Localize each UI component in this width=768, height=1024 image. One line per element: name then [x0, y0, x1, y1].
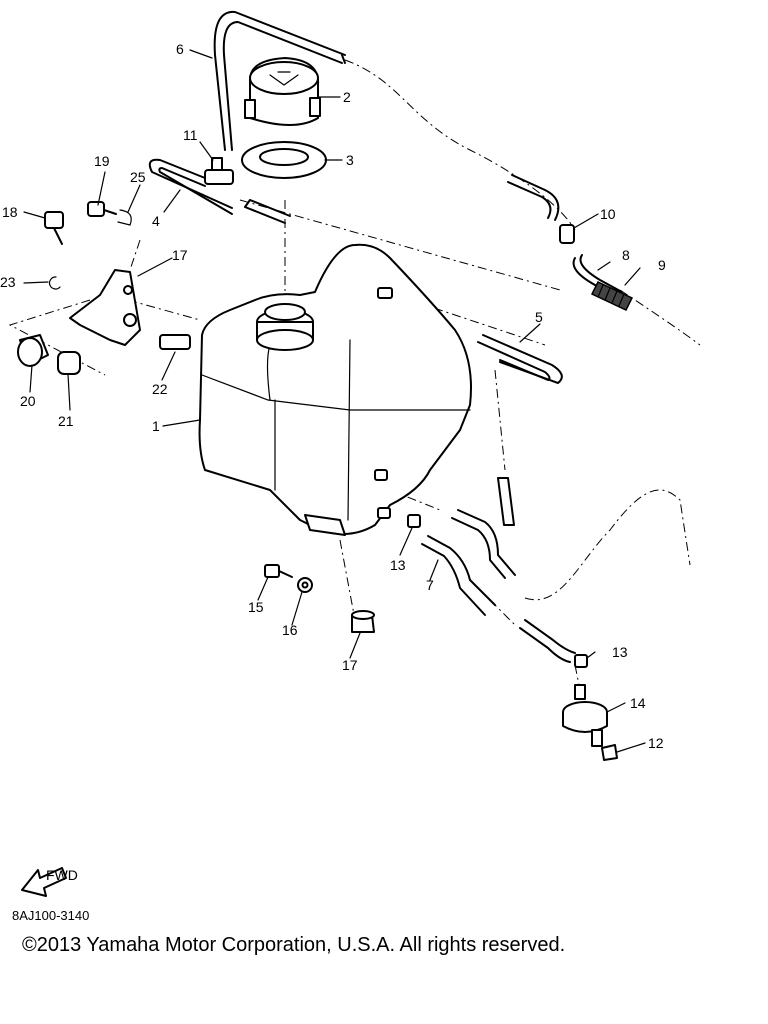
callout-3: 3 [346, 152, 354, 168]
part-7-fuel-hose [421, 509, 576, 663]
callout-13-a: 13 [390, 557, 406, 573]
callout-1: 1 [152, 418, 160, 434]
part-13-clip [407, 514, 588, 668]
part-14-fuel-filter [562, 684, 608, 747]
copyright-notice: ©2013 Yamaha Motor Corporation, U.S.A. A… [22, 934, 566, 956]
part-15-bolt [264, 564, 293, 578]
callout-19: 18 [2, 204, 18, 220]
part-21-damper [17, 334, 49, 367]
callout-5: 5 [535, 309, 543, 325]
part-22-collar [57, 351, 81, 375]
callout-16: 16 [282, 622, 298, 638]
part-16-washer [297, 577, 313, 593]
leader-lines [23, 49, 646, 753]
part-25-clip [117, 209, 132, 226]
part-12-clip [601, 744, 618, 761]
part-18-bracket [69, 269, 141, 346]
part-19-bolt [44, 211, 64, 245]
part-6-breather-hose [213, 10, 346, 151]
callout-7: 7 [426, 577, 434, 593]
part-5-hose [477, 334, 563, 526]
part-20-bolt [87, 201, 117, 217]
callout-25: 25 [130, 169, 146, 185]
callout-14: 14 [630, 695, 646, 711]
callout-15: 15 [248, 599, 264, 615]
callout-10: 10 [600, 206, 616, 222]
callout-2: 2 [343, 89, 351, 105]
callout-8: 8 [622, 247, 630, 263]
part-1-fuel-tank [198, 243, 472, 536]
part-11-joint [204, 157, 234, 185]
part-4-hose [148, 158, 291, 224]
callout-24: 23 [0, 274, 16, 290]
callout-11: 11 [183, 127, 198, 143]
part-24-circlip [48, 276, 61, 290]
part-9-protector [590, 281, 634, 311]
callout-6: 6 [176, 41, 184, 57]
callout-20: 19 [94, 153, 110, 169]
part-8-hose [507, 174, 623, 299]
part-3-gasket [241, 141, 327, 179]
callout-18: 17 [172, 247, 188, 263]
fwd-label: FWD [46, 867, 78, 883]
part-2-fuel-cap [244, 57, 321, 126]
callout-9: 9 [658, 257, 666, 273]
fwd-arrow-icon: FWD [21, 867, 78, 897]
callout-12: 12 [648, 735, 664, 751]
reference-code: 8AJ100-3140 [12, 908, 90, 923]
callouts: 6 2 3 11 4 19 25 18 17 23 20 21 22 1 5 1… [0, 41, 666, 751]
callout-21: 20 [20, 393, 36, 409]
part-23-bolt [159, 334, 191, 350]
callout-23: 22 [152, 381, 168, 397]
part-17-grommet [351, 610, 375, 633]
callout-22: 21 [58, 413, 74, 429]
callout-17: 17 [342, 657, 358, 673]
callout-4: 4 [152, 213, 160, 229]
part-10-joint [559, 224, 575, 244]
callout-13-b: 13 [612, 644, 628, 660]
assembly-lines [8, 59, 701, 691]
